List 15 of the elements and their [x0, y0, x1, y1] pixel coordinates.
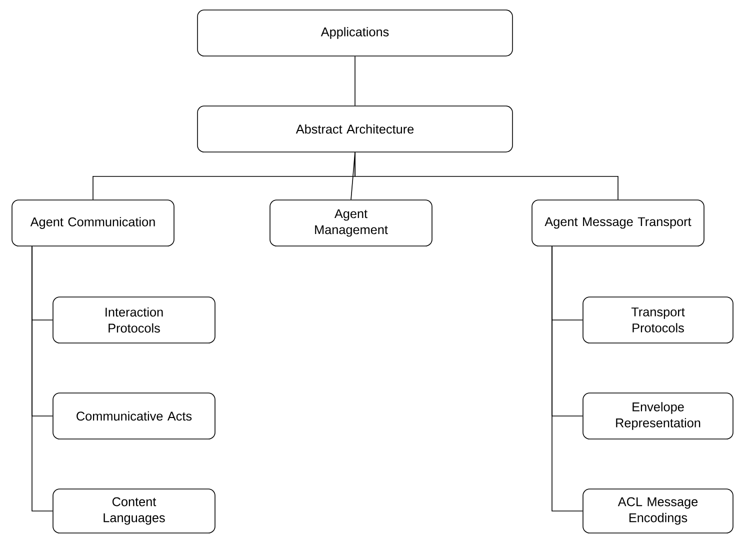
- box: Content Languages: [52, 488, 216, 534]
- box: Abstract Architecture: [197, 106, 513, 152]
- box: Agent Communication: [12, 200, 174, 246]
- box: ACL Message Encodings: [582, 488, 734, 534]
- box: Interaction Protocols: [52, 296, 216, 344]
- box: Agent Message Transport: [532, 200, 704, 246]
- box: Transport Protocols: [582, 296, 734, 344]
- box: Agent Management: [270, 200, 432, 246]
- connector-line: [354, 152, 618, 200]
- box: Envelope Representation: [582, 392, 734, 440]
- box: Applications: [197, 10, 513, 56]
- box: Communicative Acts: [52, 392, 216, 440]
- connector-line: [552, 246, 583, 512]
- connector-line: [354, 56, 356, 106]
- connector-line: [32, 246, 53, 512]
